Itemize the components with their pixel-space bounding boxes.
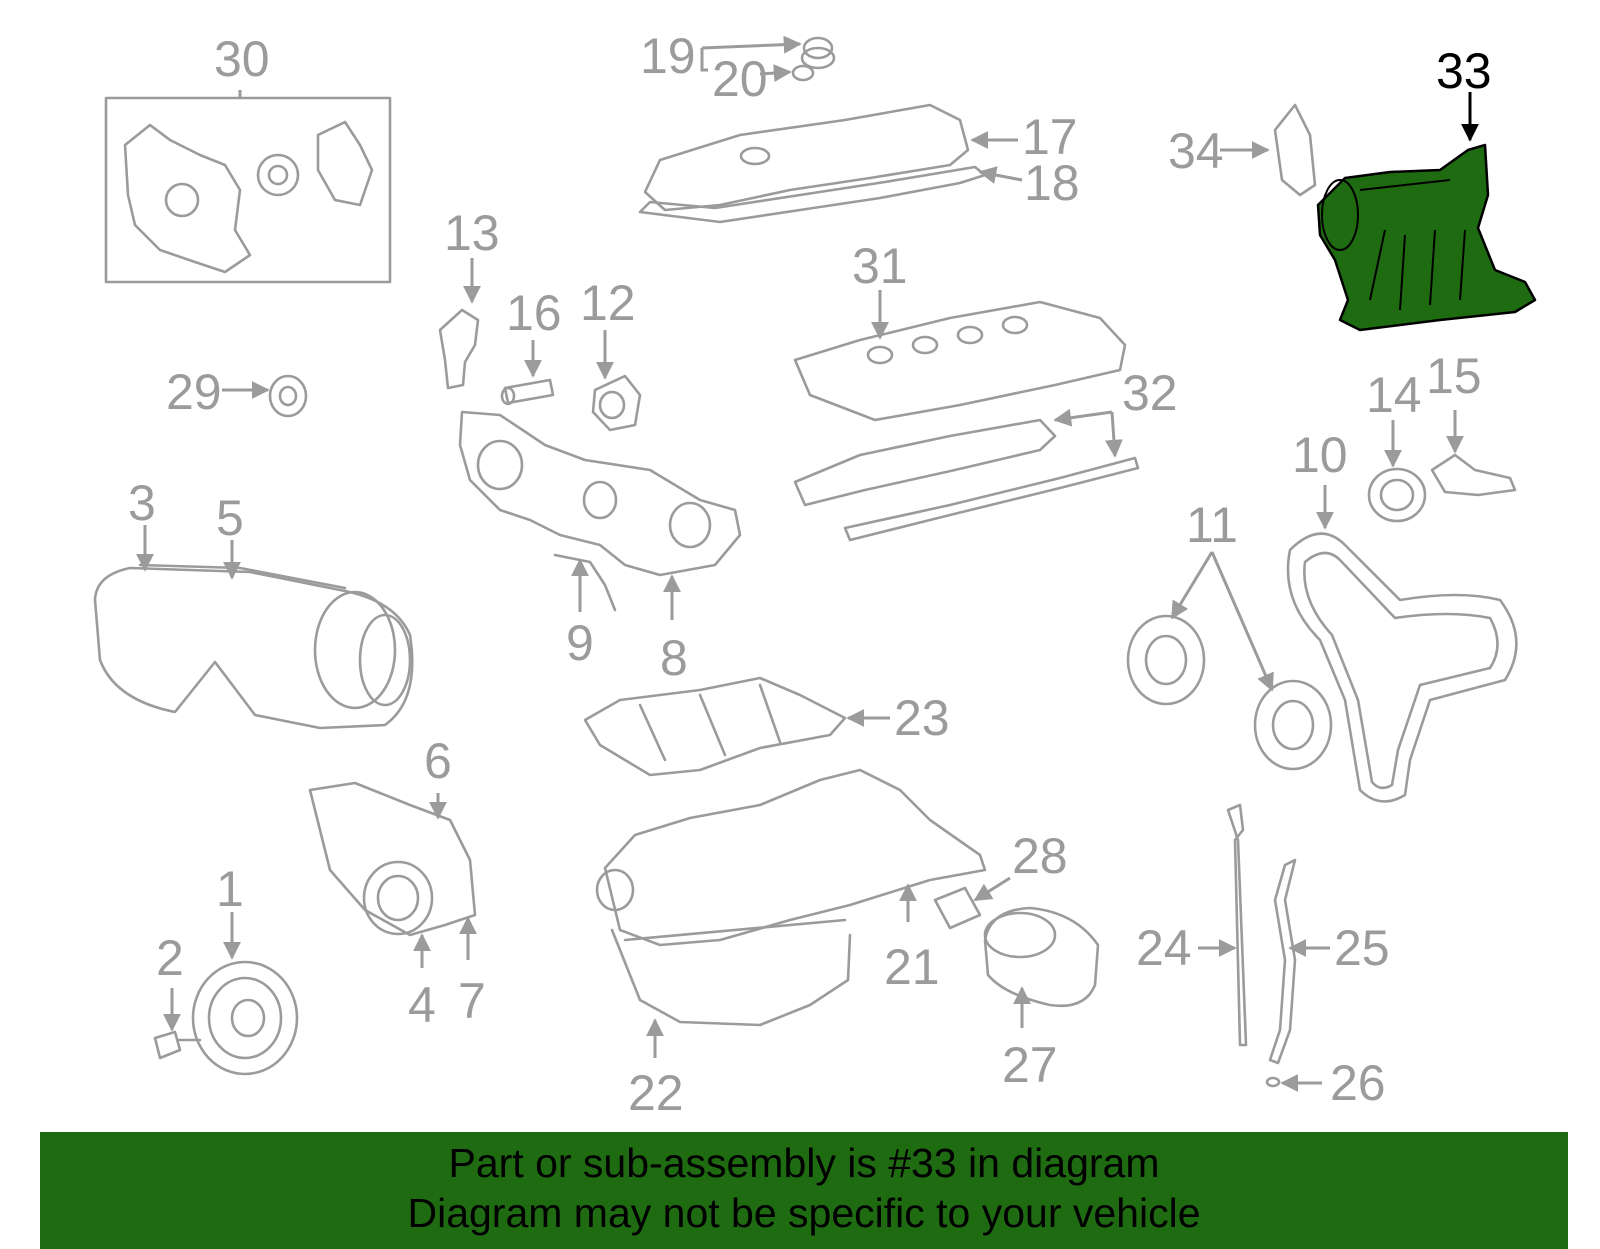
part-14-idler-pulley[interactable] — [1367, 467, 1427, 523]
callout-32[interactable]: 32 — [1122, 365, 1178, 421]
callout-21[interactable]: 21 — [884, 939, 940, 995]
callout-11[interactable]: 11 — [1186, 497, 1238, 553]
part-34-gasket[interactable] — [1273, 103, 1317, 197]
leader-lines — [136, 35, 1479, 1092]
callout-28[interactable]: 28 — [1012, 828, 1068, 884]
callout-22[interactable]: 22 — [628, 1065, 684, 1121]
part-17-18-valve-cover[interactable] — [638, 103, 987, 224]
callout-3[interactable]: 3 — [128, 475, 156, 531]
callout-numbers: 30 29 3 5 6 4 7 1 2 13 16 12 9 8 19 20 1… — [128, 28, 1492, 1121]
part-23-baffle-plate[interactable] — [583, 676, 847, 777]
callout-12[interactable]: 12 — [580, 275, 636, 331]
part-6-4-7-water-pump[interactable] — [308, 781, 477, 937]
callout-1[interactable]: 1 — [216, 861, 244, 917]
callout-5[interactable]: 5 — [216, 490, 244, 546]
part-13-housing[interactable] — [438, 308, 480, 390]
callout-6[interactable]: 6 — [424, 733, 452, 789]
part-27-oil-filter[interactable] — [983, 906, 1100, 1008]
callout-8[interactable]: 8 — [660, 630, 688, 686]
part-29-sprocket[interactable] — [268, 374, 308, 418]
parts-diagram: 30 29 3 5 6 4 7 1 2 13 16 12 9 8 19 20 1… — [93, 28, 1537, 1121]
callout-20[interactable]: 20 — [712, 51, 768, 107]
callout-33[interactable]: 33 — [1436, 43, 1492, 99]
callout-4[interactable]: 4 — [408, 977, 436, 1033]
part-22-21-oil-pan[interactable] — [595, 768, 987, 1027]
callout-16[interactable]: 16 — [506, 285, 562, 341]
callout-2[interactable]: 2 — [156, 930, 184, 986]
info-banner: Part or sub-assembly is #33 in diagram D… — [40, 1132, 1568, 1249]
part-3-5-timing-belt-cover[interactable] — [93, 563, 414, 730]
part-15-bracket[interactable] — [1430, 453, 1517, 497]
banner-disclaimer-text: Diagram may not be specific to your vehi… — [407, 1190, 1201, 1236]
callout-13[interactable]: 13 — [444, 205, 500, 261]
callout-29[interactable]: 29 — [166, 364, 222, 420]
part-33-intake-manifold[interactable] — [1316, 143, 1537, 332]
callout-15[interactable]: 15 — [1426, 348, 1482, 404]
callout-14[interactable]: 14 — [1366, 367, 1422, 423]
part-30-timing-cover-kit[interactable] — [104, 96, 392, 284]
callout-31[interactable]: 31 — [852, 238, 908, 294]
callout-19[interactable]: 19 — [640, 28, 696, 84]
callout-34[interactable]: 34 — [1168, 123, 1224, 179]
part-31-intake-plenum[interactable] — [793, 300, 1127, 422]
callout-17[interactable]: 17 — [1022, 109, 1078, 165]
callout-26[interactable]: 26 — [1330, 1055, 1386, 1111]
banner-part-text: Part or sub-assembly is #33 in diagram — [448, 1140, 1160, 1186]
part-1-2-crankshaft-pulley[interactable] — [153, 960, 299, 1076]
part-24-25-26-dipstick[interactable] — [1226, 803, 1297, 1088]
part-10-timing-belt[interactable] — [1286, 532, 1518, 803]
part-12-tensioner[interactable] — [591, 374, 642, 432]
part-8-9-rear-timing-plate[interactable] — [458, 410, 742, 612]
callout-27[interactable]: 27 — [1002, 1037, 1058, 1093]
callout-25[interactable]: 25 — [1334, 920, 1390, 976]
part-19-20-oil-cap[interactable] — [791, 36, 836, 82]
callout-7[interactable]: 7 — [458, 973, 486, 1029]
part-11-cam-pulleys[interactable] — [1126, 614, 1333, 771]
callout-10[interactable]: 10 — [1292, 427, 1348, 483]
part-28-drain-plug[interactable] — [933, 886, 982, 930]
callout-23[interactable]: 23 — [894, 690, 950, 746]
callout-9[interactable]: 9 — [566, 615, 594, 671]
part-16-bolt[interactable] — [500, 378, 555, 406]
callout-24[interactable]: 24 — [1136, 920, 1192, 976]
callout-18[interactable]: 18 — [1024, 155, 1080, 211]
part-32-gaskets[interactable] — [793, 418, 1140, 542]
callout-30[interactable]: 30 — [214, 31, 270, 87]
